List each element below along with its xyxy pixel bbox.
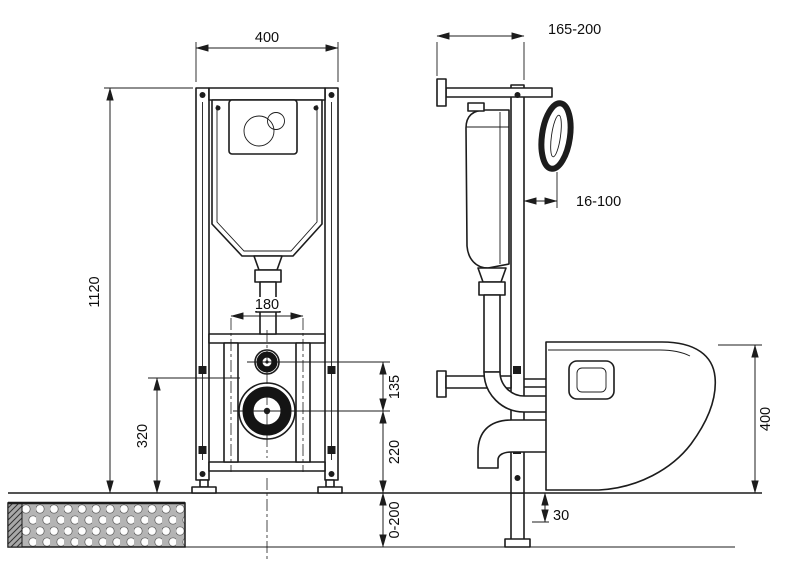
frame-screw (514, 92, 521, 98)
side-view (436, 78, 717, 548)
rail-hole (198, 366, 207, 374)
foot-plate-right (317, 486, 343, 494)
dim-supply-height-label: 320 (135, 424, 151, 448)
bowl-mount-detail-inner (576, 367, 607, 393)
dim-flush-to-outlet-label: 135 (387, 375, 403, 399)
rail-hole (327, 366, 336, 374)
dim-install-depth: 165-200 (436, 22, 601, 80)
dim-bolt-spacing-label: 180 (255, 297, 279, 313)
floor (7, 492, 762, 548)
dim-foot-adjust-label: 0-200 (387, 501, 403, 538)
flush-pipe-coupling-side (477, 267, 507, 283)
frame-screw (514, 475, 521, 481)
flush-pipe-sleeve (254, 269, 282, 283)
outlet-center-dot (263, 407, 271, 415)
floor-screed-strip (7, 501, 186, 548)
frame-screw (199, 92, 206, 98)
bowl-mount-detail (568, 360, 615, 400)
outlet-ring (242, 386, 292, 436)
front-view (191, 87, 390, 560)
rail-hole (327, 446, 336, 454)
flush-pipe-sleeve-side (478, 281, 506, 296)
foot-stem-left (199, 479, 209, 488)
cistern-side (465, 109, 510, 269)
foot-stem-right (325, 479, 335, 488)
bracket-flange-lower (436, 370, 447, 398)
dim-install-depth-label: 165-200 (548, 22, 601, 38)
rail-hole (198, 446, 207, 454)
wall-plate (538, 100, 574, 172)
bowl-rim-line (548, 349, 691, 357)
wall-plate-slot (550, 114, 562, 158)
dim-frame-width-label: 400 (255, 30, 279, 46)
dimensions: 400 165-200 1120 320 180 (87, 22, 774, 548)
dim-flush-to-outlet: 135 (379, 361, 403, 412)
frame-screw (199, 471, 206, 477)
cistern-front-inner-line (216, 105, 318, 252)
top-wall-bracket (445, 87, 553, 98)
flush-pipe-side (483, 294, 501, 373)
foot-plate-left (191, 486, 217, 494)
cistern-screw-left (215, 105, 221, 111)
top-crossbar (208, 87, 326, 101)
dim-bowl-height-label: 400 (758, 407, 774, 431)
dim-bolt-spacing: 180 (230, 297, 304, 320)
dim-frame-height-label: 1120 (87, 276, 103, 307)
frame-screw (328, 92, 335, 98)
drain-elbow (477, 419, 548, 469)
flush-button-small-icon (267, 112, 285, 130)
inlet-ring (256, 351, 278, 373)
dim-wall-offset: 16-100 (523, 172, 621, 210)
rail-hole (513, 366, 521, 374)
dim-outlet-inset: 30 (532, 492, 569, 524)
dim-outlet-inset-label: 30 (553, 508, 569, 524)
dim-bowl-height: 400 (700, 344, 774, 494)
dim-supply-height: 320 (135, 377, 240, 494)
frame-rail-side (510, 84, 525, 494)
dim-frame-height: 1120 (87, 87, 193, 494)
bottom-crossbar (208, 461, 326, 472)
dim-frame-width: 400 (195, 30, 339, 82)
dim-outlet-height: 220 (379, 410, 403, 494)
foot-plate-side (504, 538, 531, 548)
dim-wall-offset-label: 16-100 (576, 194, 621, 210)
dim-outlet-height-label: 220 (387, 440, 403, 464)
bracket-flange-top (436, 78, 447, 107)
cistern-screw-right (313, 105, 319, 111)
dim-foot-adjust: 0-200 (379, 492, 403, 548)
cistern-inlet-cap (467, 102, 485, 112)
frame-screw (328, 471, 335, 477)
flush-pipe-coupling (253, 255, 283, 271)
inlet-center-dot (265, 360, 269, 364)
flush-button-large-icon (243, 115, 275, 147)
